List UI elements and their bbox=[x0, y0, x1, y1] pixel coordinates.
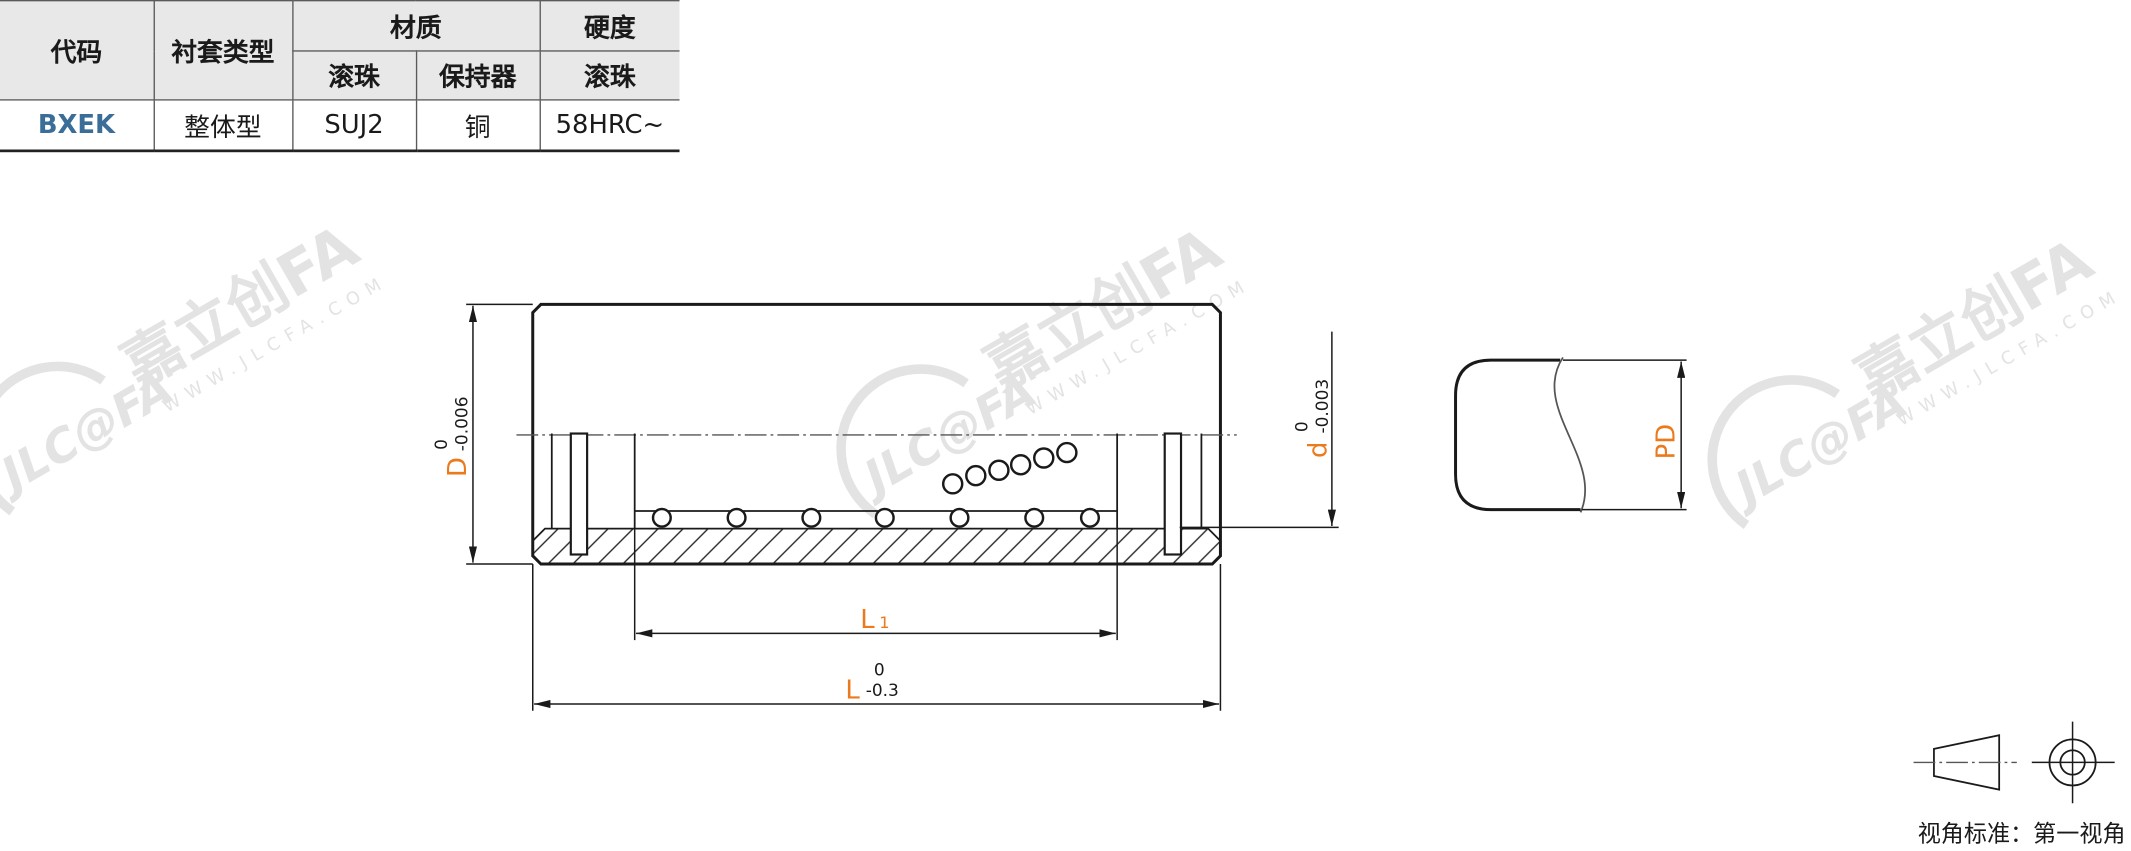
bushing-outline bbox=[531, 302, 1222, 566]
projection-label: 视角标准：第一视角 bbox=[1918, 821, 2126, 847]
ball-profile bbox=[1454, 358, 1581, 512]
projection-cone bbox=[1933, 734, 2001, 791]
ball bbox=[965, 464, 987, 487]
ball bbox=[1009, 454, 1032, 476]
cell-retainer-material: 铜 bbox=[415, 99, 541, 153]
dimension-inner-diameter: d -0.003 0 bbox=[1179, 331, 1339, 529]
dimension-overall-length: L 0 -0.3 bbox=[532, 564, 1222, 711]
spec-table: 代码 衬套类型 材质 硬度 滚珠 保持器 滚珠 BXEK 整体型 SUJ2 铜 … bbox=[0, 0, 680, 153]
hatched-wall-section bbox=[532, 528, 1221, 565]
bushing-side-view bbox=[516, 302, 1237, 566]
tolerance-lower: -0.003 bbox=[1313, 379, 1333, 434]
pitch-diameter-view: PD bbox=[1454, 356, 1687, 513]
watermark-right: JLC@FA 嘉立创FA WWW.JLCFA.COM bbox=[1707, 226, 2126, 529]
break-line bbox=[1553, 356, 1587, 513]
dimension-outer-diameter: D -0.006 0 bbox=[432, 303, 533, 565]
ball bbox=[1033, 447, 1055, 469]
tolerance-upper: 0 bbox=[1292, 421, 1312, 432]
header-bushing-type: 衬套类型 bbox=[152, 0, 293, 101]
ball bbox=[988, 459, 1010, 481]
tolerance-lower: -0.3 bbox=[866, 681, 899, 701]
cell-bushing-type: 整体型 bbox=[152, 99, 293, 153]
header-material-ball: 滚珠 bbox=[291, 50, 417, 101]
watermark-center: JLC@FA 嘉立创FA WWW.JLCFA.COM bbox=[836, 215, 1255, 519]
ball bbox=[1056, 441, 1078, 464]
ball-row bbox=[651, 507, 1101, 528]
header-material-retainer: 保持器 bbox=[415, 50, 541, 101]
watermark-left: JLC@FA 嘉立创FA WWW.JLCFA.COM bbox=[0, 212, 392, 516]
header-code: 代码 bbox=[0, 0, 155, 101]
dimension-symbol-PD: PD bbox=[1651, 424, 1681, 459]
header-hardness: 硬度 bbox=[538, 0, 680, 52]
tolerance-lower: -0.006 bbox=[453, 397, 473, 452]
ball bbox=[874, 507, 895, 528]
dimension-subscript: 1 bbox=[879, 613, 889, 632]
cell-ball-material: SUJ2 bbox=[291, 99, 417, 153]
watermark-ring bbox=[0, 361, 106, 516]
table-header-row: 代码 衬套类型 材质 硬度 bbox=[0, 0, 680, 101]
wall-inner-edge bbox=[532, 527, 1222, 542]
cell-ball-hardness: 58HRC~ bbox=[538, 99, 680, 153]
retaining-ring-right bbox=[1163, 432, 1183, 556]
ball bbox=[801, 507, 822, 528]
dimension-symbol-d: d bbox=[1303, 442, 1333, 458]
dimension-symbol-L1: L bbox=[860, 605, 875, 635]
dimension-retainer-length: L 1 bbox=[633, 528, 1118, 641]
table-row: BXEK 整体型 SUJ2 铜 58HRC~ bbox=[0, 99, 680, 153]
dimension-symbol-D: D bbox=[443, 457, 473, 477]
ball-circuit bbox=[941, 441, 1078, 495]
ball bbox=[941, 473, 964, 495]
header-material: 材质 bbox=[291, 0, 541, 52]
ball bbox=[726, 507, 747, 528]
dimension-symbol-L: L bbox=[845, 676, 860, 706]
ball bbox=[949, 507, 970, 528]
ball bbox=[1024, 507, 1045, 528]
tolerance-upper: 0 bbox=[432, 439, 452, 450]
table-subheader-row: 滚珠 保持器 滚珠 bbox=[0, 50, 680, 101]
tolerance-upper: 0 bbox=[874, 660, 885, 680]
retaining-ring-left bbox=[569, 432, 589, 556]
watermark-ring bbox=[836, 364, 969, 519]
cell-code: BXEK bbox=[0, 99, 155, 153]
watermark-ring bbox=[1707, 375, 1840, 529]
ball bbox=[1079, 507, 1101, 528]
ball bbox=[651, 507, 672, 528]
header-hardness-ball: 滚珠 bbox=[538, 50, 680, 101]
first-angle-projection-symbol: 视角标准：第一视角 bbox=[1913, 721, 2126, 847]
